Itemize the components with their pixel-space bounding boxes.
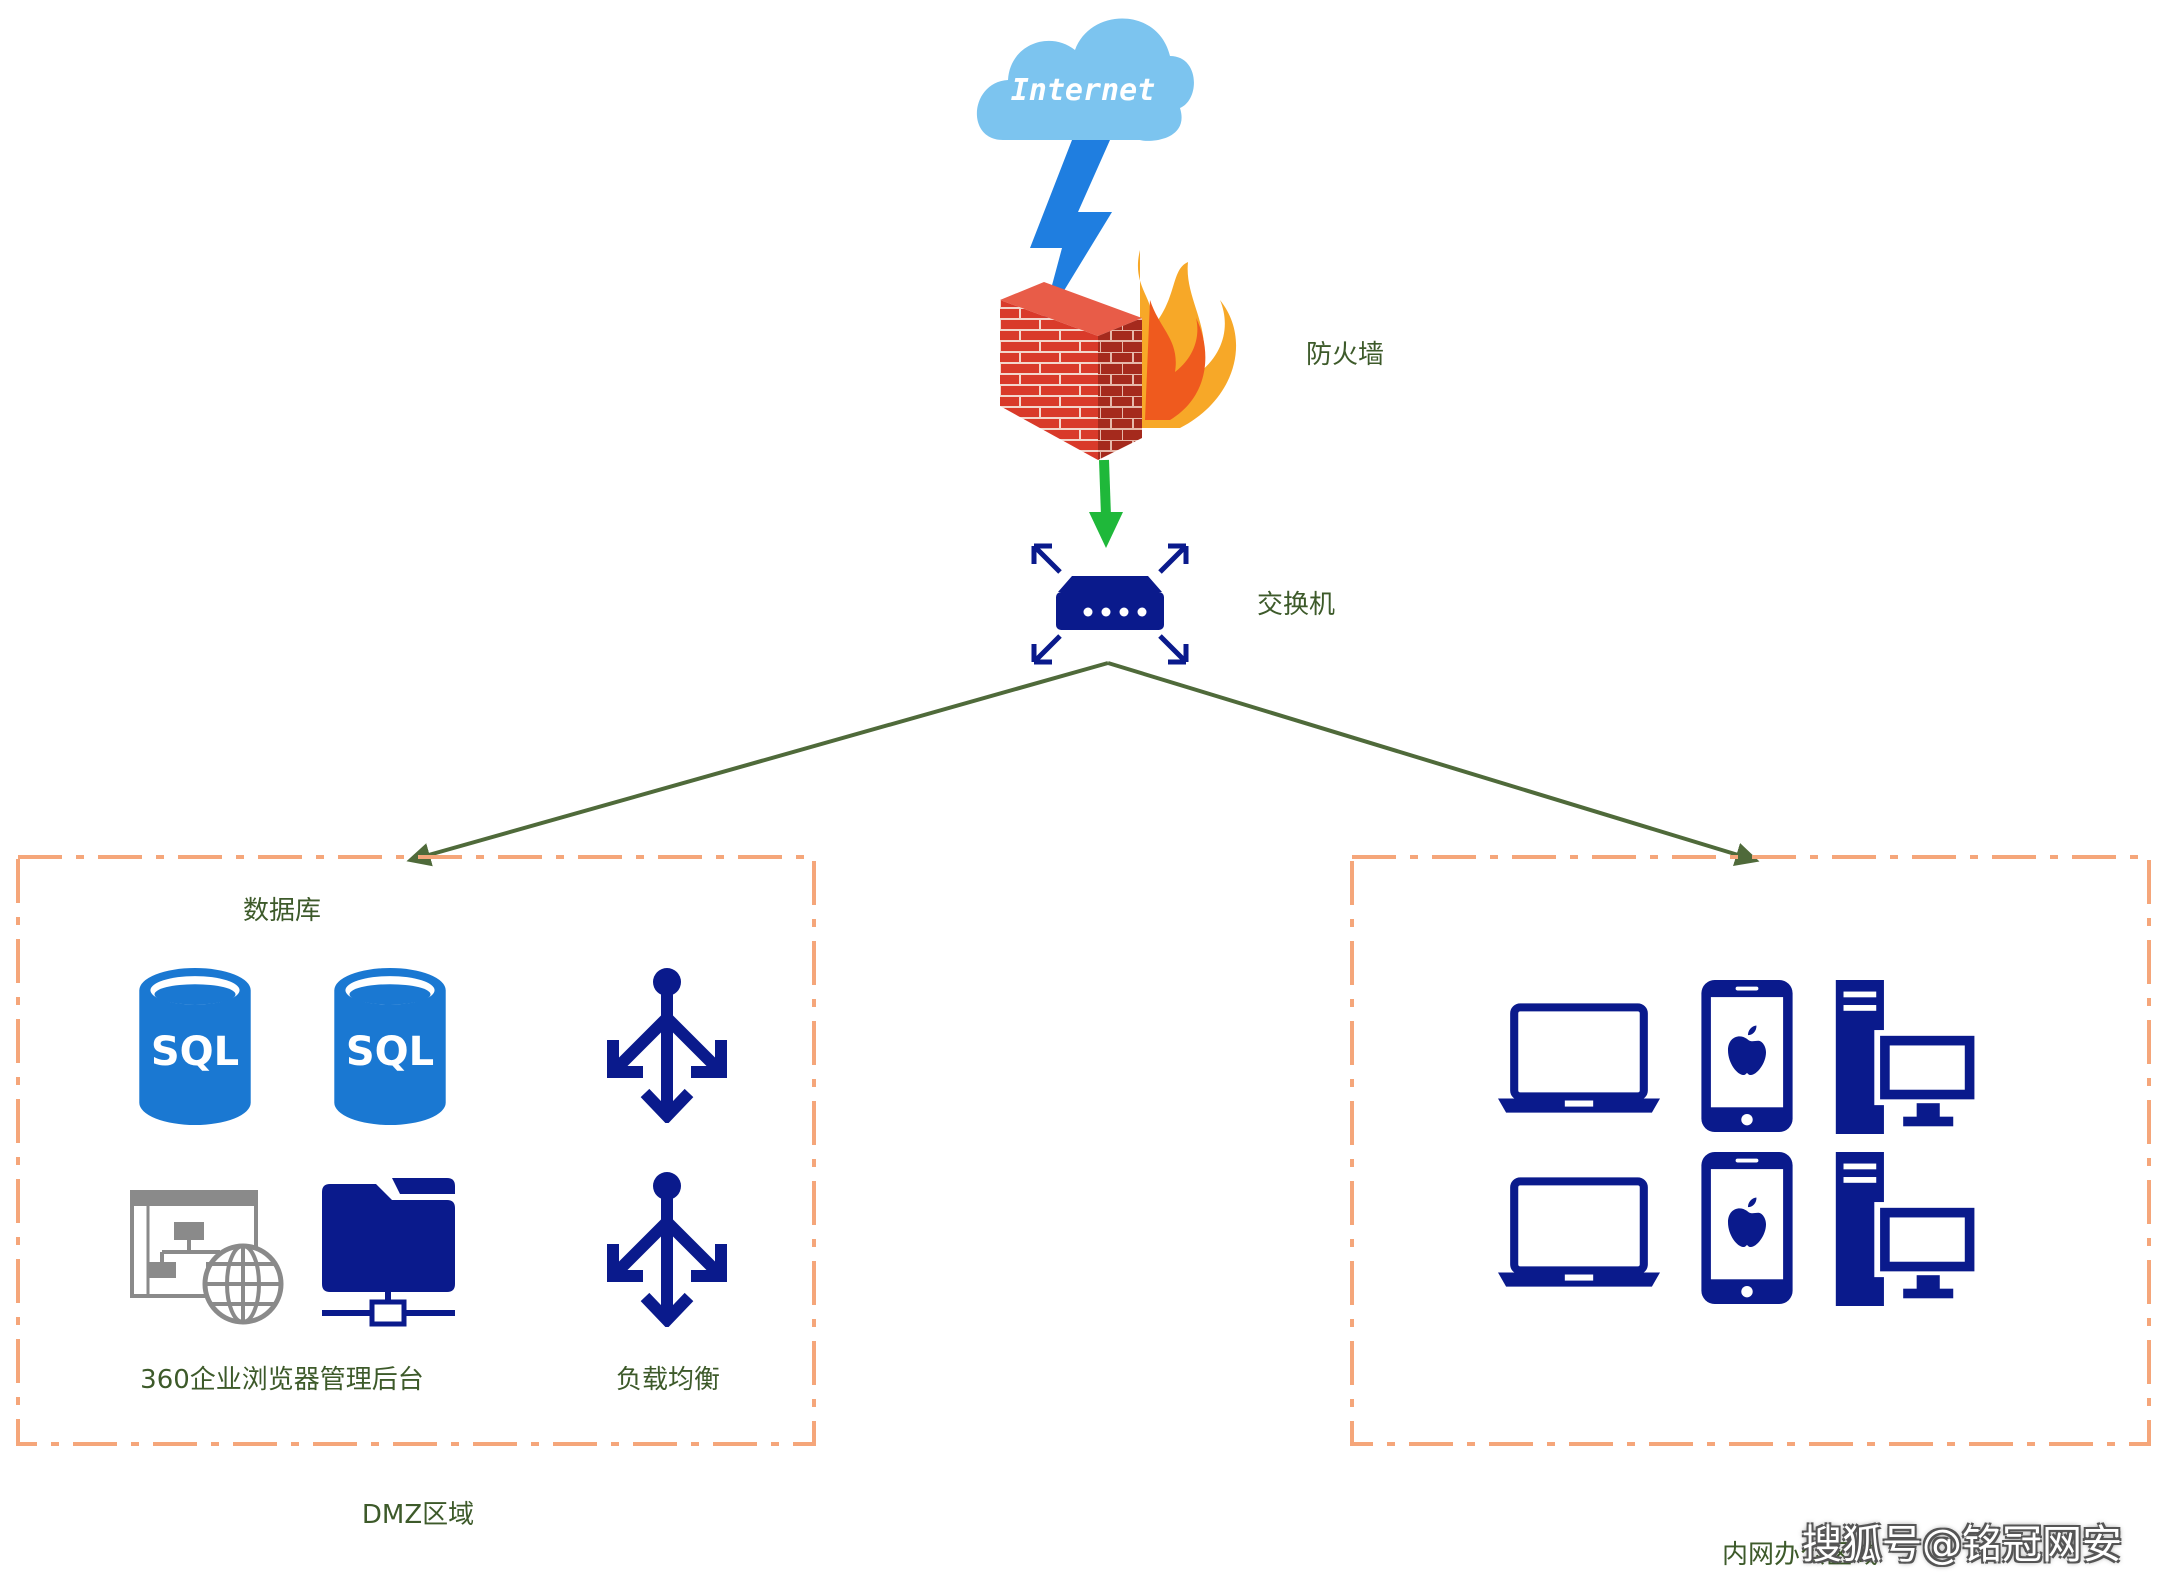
database-icon: SQL (139, 968, 251, 1125)
load-balance-label: 负载均衡 (615, 1365, 721, 1395)
dmz-zone-label: DMZ区域 (361, 1500, 475, 1530)
network-folder-icon (322, 1178, 455, 1327)
load-balancer-icon (613, 1172, 721, 1320)
load-balancer-icon (613, 968, 721, 1116)
uplink-arrow (1089, 459, 1123, 548)
phone-icon (1701, 980, 1793, 1132)
dmz-zone-box (16, 855, 816, 1446)
phone-icon (1701, 1152, 1793, 1304)
sql-label: SQL (151, 1029, 239, 1075)
switch-label: 交换机 (1257, 590, 1335, 620)
cloud-icon (976, 18, 1194, 141)
sql-label: SQL (346, 1029, 434, 1075)
internet-label: Internet (1011, 73, 1156, 108)
laptop-icon (1498, 1181, 1660, 1286)
firewall-icon (1000, 250, 1237, 460)
switch-icon (1031, 543, 1189, 665)
watermark: 搜狐号@铭冠网安 (1802, 1522, 2122, 1568)
lightning-icon (1030, 140, 1112, 330)
firewall-label: 防火墙 (1306, 340, 1384, 370)
database-icon: SQL (334, 968, 446, 1125)
intranet-zone-label: 内网办公区域 (1721, 1540, 1879, 1570)
edge-switch-intranet (1107, 661, 1760, 866)
network-map-icon (130, 1190, 284, 1325)
intranet-zone-box (1350, 855, 2151, 1446)
management-console-label: 360企业浏览器管理后台 (140, 1365, 424, 1395)
desktop-icon (1835, 1152, 1981, 1306)
desktop-icon (1835, 980, 1981, 1134)
database-label: 数据库 (242, 896, 322, 926)
laptop-icon (1498, 1007, 1660, 1112)
edge-switch-dmz (406, 661, 1109, 867)
